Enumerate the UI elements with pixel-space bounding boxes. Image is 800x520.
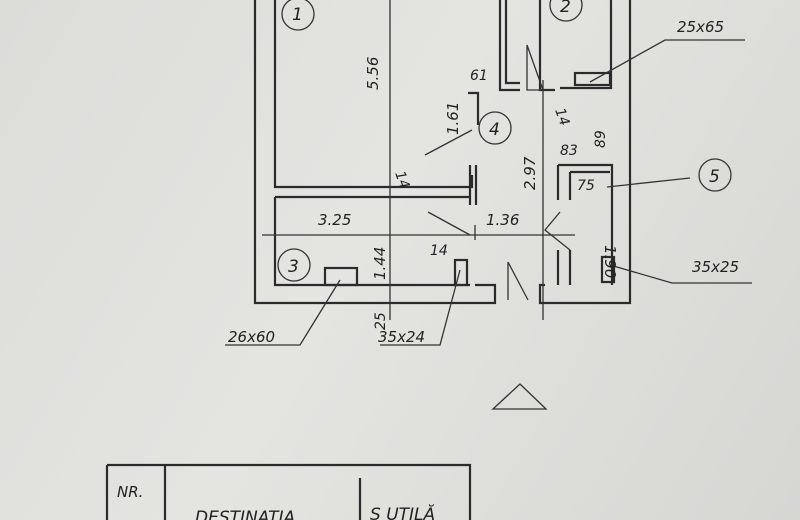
duct-top-rect: [573, 71, 612, 87]
dim-14-b: 14: [391, 169, 412, 191]
dim-hall-width: 1.36: [486, 211, 519, 229]
callout-duct-left: 26x60: [228, 328, 275, 346]
dim-75: 75: [577, 178, 595, 194]
dim-25: 25: [373, 312, 389, 330]
bath-wall: [556, 163, 614, 285]
hall-partition: [468, 91, 480, 125]
room-label-5: 5: [709, 167, 720, 187]
callout-duct-top: 25x65: [677, 18, 724, 36]
outer-wall: [253, 0, 497, 305]
duct-left-rect: [323, 266, 359, 287]
callout-leaders: [225, 39, 752, 346]
dim-hall-side: 1.61: [444, 102, 462, 135]
room-circle-2: [549, 0, 583, 22]
dim-61: 61: [470, 68, 488, 84]
hall-stub: [468, 165, 478, 205]
dim-room1-length: 5.56: [364, 57, 382, 90]
room-circle-4: [478, 111, 512, 145]
inner-wall-left: [273, 0, 474, 189]
callout-duct-right: 35x25: [692, 258, 739, 276]
room3-wall: [273, 195, 470, 287]
dim-89: 89: [593, 130, 609, 148]
dim-14-c: 14: [430, 243, 448, 259]
room-label-3: 3: [288, 257, 299, 277]
room-label-1: 1: [292, 5, 303, 25]
corridor-wall: [498, 0, 520, 92]
table-header-destination: DESTINATIA: [195, 508, 295, 520]
duct-mid-rect: [453, 258, 469, 287]
callout-duct-mid: 35x24: [378, 328, 425, 346]
table-header-area: S UTILĂ: [370, 503, 435, 520]
duct-right-rect: [600, 255, 616, 284]
door-swing: [424, 44, 571, 301]
dim-14-a: 14: [551, 106, 572, 128]
dim-room3-depth: 1.44: [371, 247, 389, 280]
room-circle-3: [277, 248, 311, 282]
dim-hall-length: 2.97: [521, 156, 539, 190]
room-label-4: 4: [489, 120, 500, 140]
room-circle-1: [281, 0, 315, 31]
legend-table: [105, 463, 472, 520]
room-circle-5: [698, 158, 732, 192]
room-label-2: 2: [560, 0, 571, 17]
north-arrow-icon: [491, 383, 548, 410]
dimension-lines: [262, 0, 575, 320]
table-header-nr: NR.: [117, 483, 143, 501]
dim-83: 83: [560, 143, 578, 159]
dim-190: 1.90: [601, 245, 619, 278]
dim-room3-width: 3.25: [318, 211, 351, 229]
